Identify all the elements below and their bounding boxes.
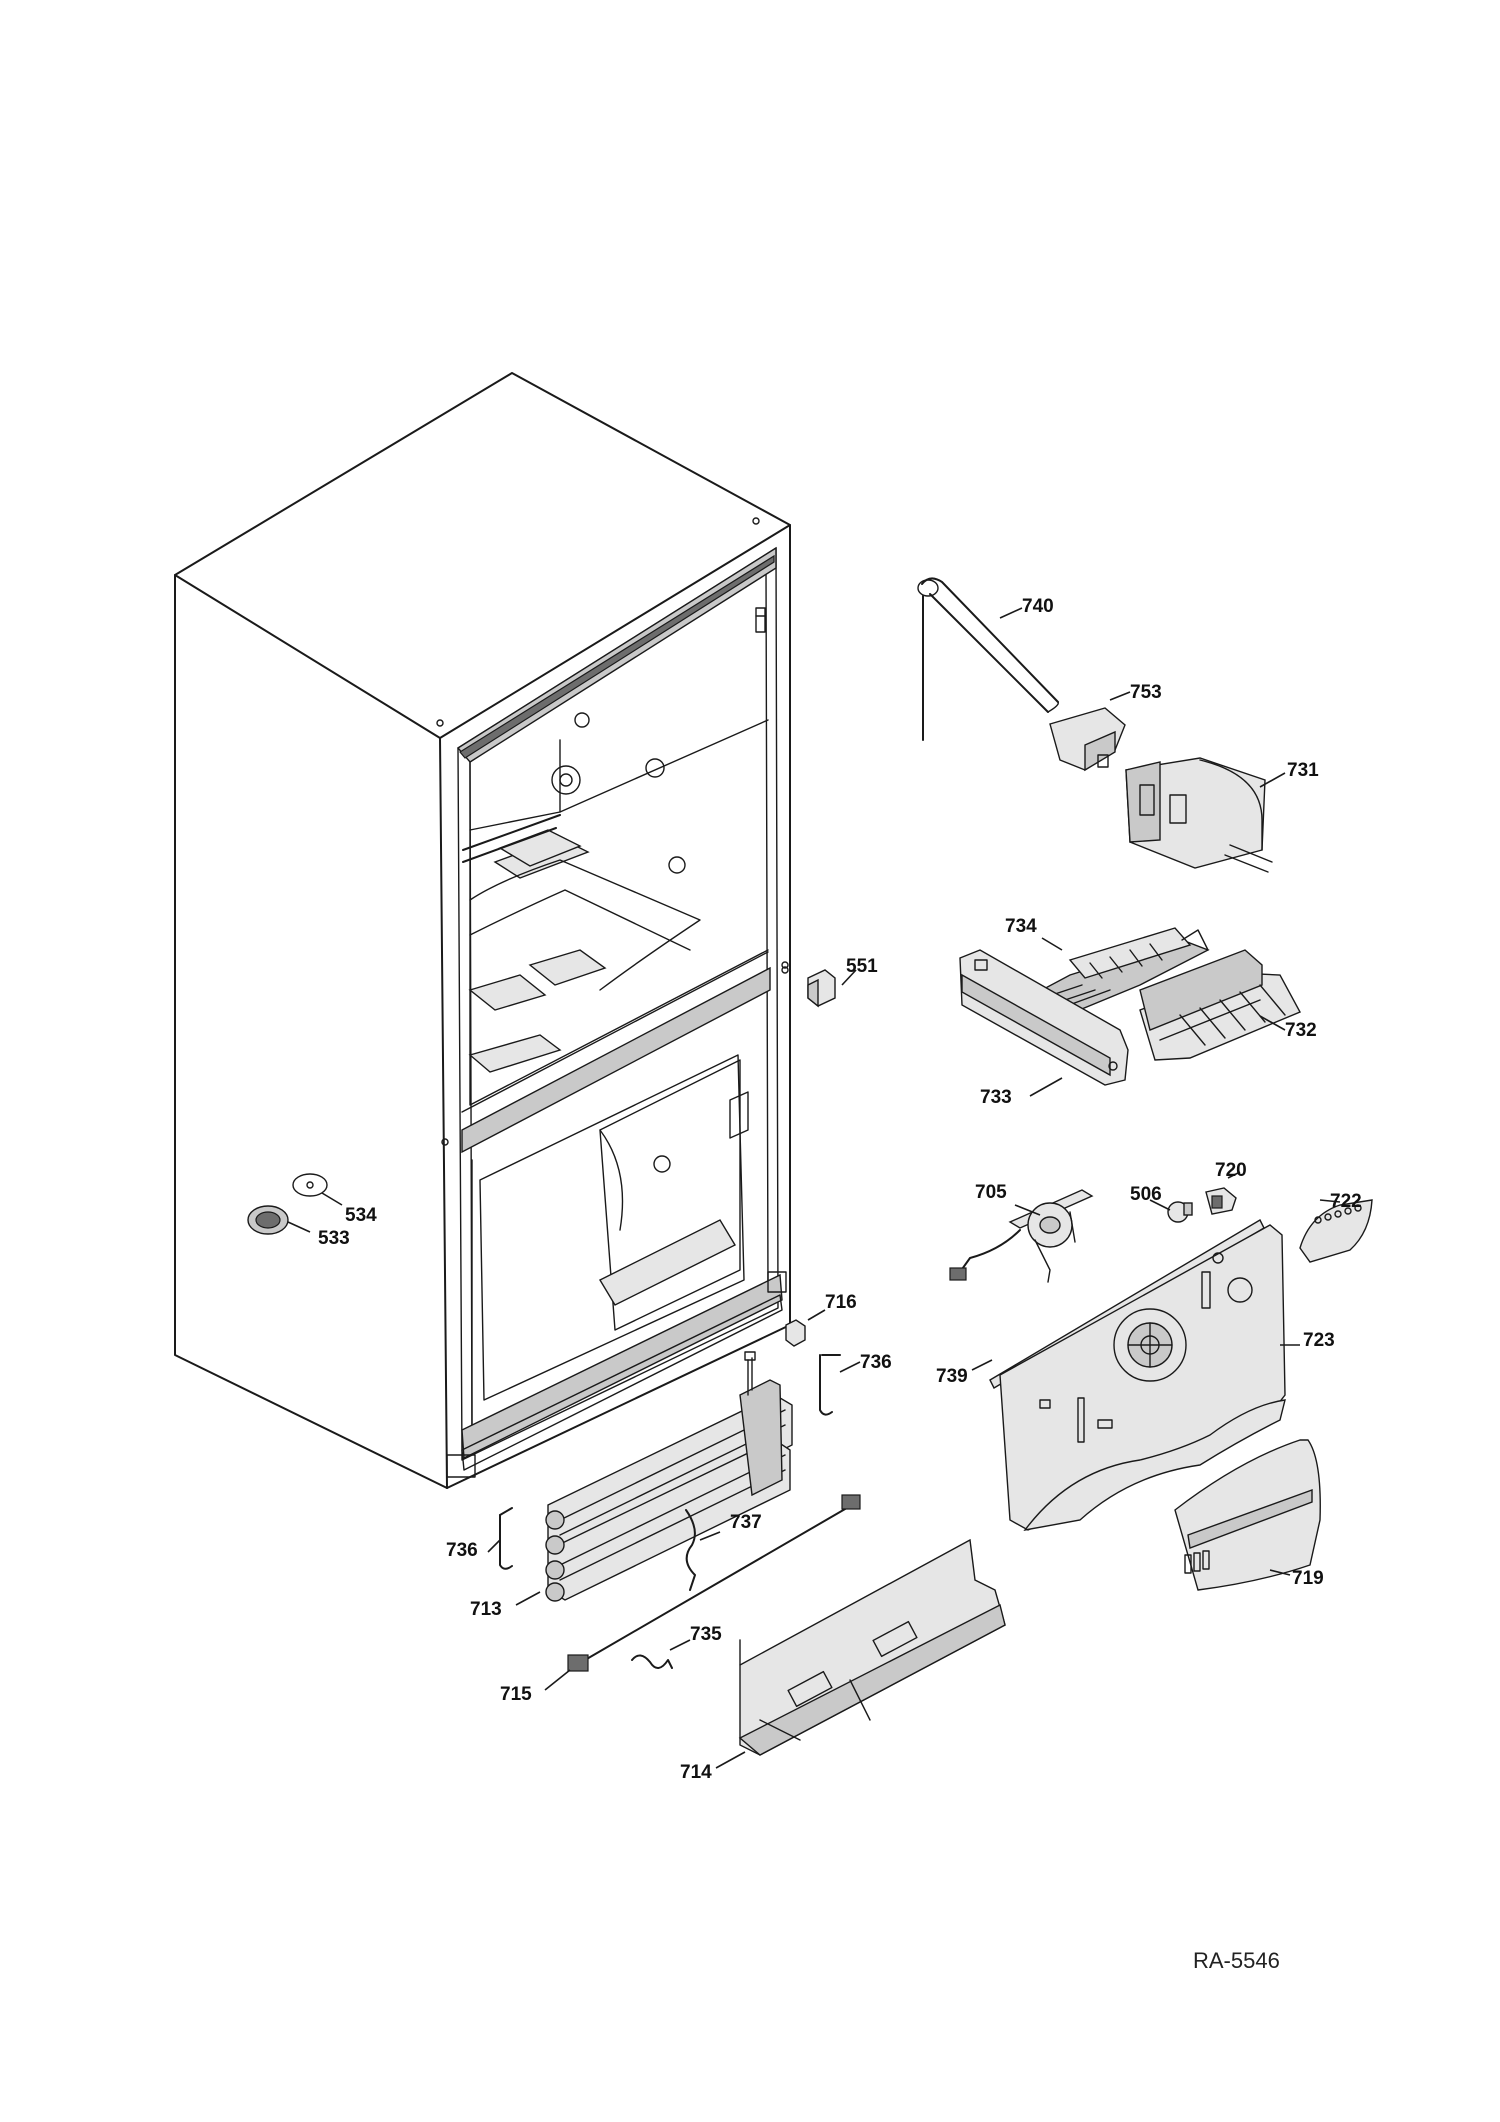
callout-715: 715 bbox=[500, 1684, 532, 1705]
diagram-reference-code: RA-5546 bbox=[1193, 1948, 1280, 1973]
part-705-fan-motor bbox=[949, 1189, 1094, 1283]
part-720-socket bbox=[1205, 1187, 1237, 1215]
part-719-duct bbox=[1023, 1399, 1321, 1591]
callout-719: 719 bbox=[1292, 1568, 1324, 1589]
callout-labels: 740 753 731 551 734 732 733 705 506 720 … bbox=[318, 596, 1362, 1783]
callout-714: 714 bbox=[680, 1762, 712, 1783]
callout-735: 735 bbox=[690, 1624, 722, 1645]
part-716-clip bbox=[785, 1319, 806, 1347]
callout-leaders bbox=[287, 607, 1341, 1769]
part-714-drain-pan bbox=[738, 1538, 1006, 1756]
callout-713: 713 bbox=[470, 1599, 502, 1620]
part-733-rail bbox=[959, 949, 1129, 1086]
callout-733: 733 bbox=[980, 1087, 1012, 1108]
callout-736-right: 736 bbox=[860, 1352, 892, 1373]
callout-734: 734 bbox=[1005, 916, 1037, 937]
callout-506: 506 bbox=[1130, 1184, 1162, 1205]
callout-737: 737 bbox=[730, 1512, 762, 1533]
part-722-light-shield bbox=[1299, 1199, 1373, 1263]
part-735-spring bbox=[631, 1654, 673, 1669]
part-713-evaporator bbox=[545, 1351, 793, 1602]
part-732-cover bbox=[1139, 949, 1301, 1061]
part-533-534-plug bbox=[247, 1173, 328, 1235]
callout-551: 551 bbox=[846, 956, 878, 977]
part-506-bulb bbox=[1167, 1201, 1193, 1223]
callout-740: 740 bbox=[1022, 596, 1054, 617]
part-715-heater bbox=[567, 1494, 861, 1672]
callout-753: 753 bbox=[1130, 682, 1162, 703]
callout-732: 732 bbox=[1285, 1020, 1317, 1041]
part-551-clip bbox=[807, 969, 836, 1008]
callout-716: 716 bbox=[825, 1292, 857, 1313]
callout-723: 723 bbox=[1303, 1330, 1335, 1351]
callout-534: 534 bbox=[345, 1205, 377, 1226]
callout-739: 739 bbox=[936, 1366, 968, 1387]
callout-720: 720 bbox=[1215, 1160, 1247, 1181]
callout-722: 722 bbox=[1330, 1191, 1362, 1212]
cabinet-drawing bbox=[174, 372, 791, 1489]
part-740-tube bbox=[917, 577, 1059, 741]
callout-731: 731 bbox=[1287, 760, 1319, 781]
part-753-guide bbox=[1049, 707, 1126, 772]
part-736-clips bbox=[499, 1354, 841, 1570]
callout-705: 705 bbox=[975, 1182, 1007, 1203]
part-731-damper-control bbox=[1125, 757, 1273, 873]
callout-533: 533 bbox=[318, 1228, 350, 1249]
callout-736-left: 736 bbox=[446, 1540, 478, 1561]
part-737-wire bbox=[685, 1509, 696, 1591]
